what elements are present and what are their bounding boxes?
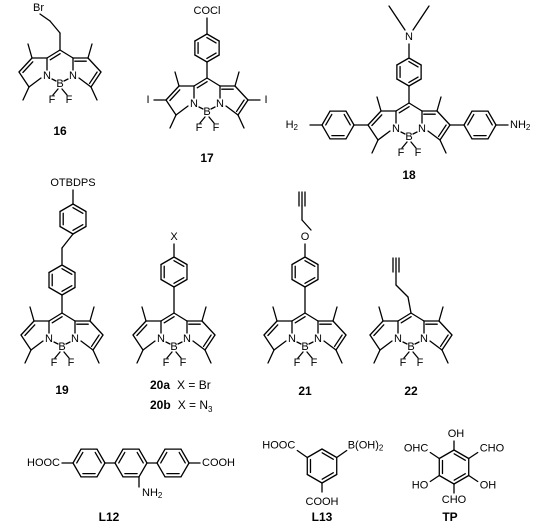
- atom-n: N: [420, 333, 428, 345]
- atom-n: N: [157, 333, 165, 345]
- atom-br: Br: [33, 2, 44, 14]
- atom-n: N: [71, 333, 79, 345]
- atom-f: F: [294, 357, 301, 369]
- label-18: 18: [402, 168, 416, 182]
- label-21: 21: [298, 384, 312, 398]
- atom-f: F: [311, 357, 318, 369]
- atom-b: B: [301, 341, 308, 353]
- atom-nh2: NH2: [510, 119, 531, 132]
- atom-b: B: [405, 131, 412, 143]
- atom-o: O: [301, 231, 310, 243]
- atom-n: N: [43, 70, 51, 82]
- atom-f: F: [180, 357, 187, 369]
- atom-f: F: [196, 122, 203, 134]
- label-22: 22: [404, 384, 418, 398]
- atom-n: N: [45, 333, 53, 345]
- atom-n: N: [418, 123, 426, 135]
- atom-i: I: [146, 94, 149, 106]
- atom-h2n: H2: [286, 119, 299, 132]
- atom-n: N: [190, 98, 198, 110]
- atom-hooc: HOOC: [27, 457, 60, 469]
- atom-i: I: [264, 94, 267, 106]
- atom-f: F: [68, 357, 75, 369]
- structure-tp: OH CHO OHC CHO HO OH: [404, 428, 505, 506]
- atom-n: N: [288, 333, 296, 345]
- atom-ohc: OHC: [404, 442, 429, 454]
- atom-b: B: [203, 106, 210, 118]
- label-19: 19: [55, 383, 69, 397]
- atom-f: F: [66, 94, 73, 106]
- atom-n: N: [394, 333, 402, 345]
- atom-n: N: [392, 123, 400, 135]
- atom-b: B: [56, 78, 63, 90]
- atom-n: N: [314, 333, 322, 345]
- atom-otbdps: OTBDPS: [50, 177, 95, 189]
- label-20a: 20a X = Br: [150, 376, 211, 393]
- atom-nh2: NH2: [142, 487, 163, 500]
- atom-n: N: [405, 31, 413, 43]
- label-20b: 20b X = N3: [150, 396, 213, 414]
- atom-n: N: [183, 333, 191, 345]
- label-l12: L12: [99, 510, 120, 524]
- atom-cho: CHO: [442, 494, 467, 506]
- atom-ho: HO: [412, 479, 429, 491]
- atom-x: X: [170, 231, 178, 243]
- atom-b: B: [170, 341, 177, 353]
- label-l13: L13: [312, 510, 333, 524]
- atom-n: N: [216, 98, 224, 110]
- atom-cooh: COOH: [306, 496, 339, 508]
- atom-b: B: [58, 341, 65, 353]
- atom-cocl: COCl: [194, 5, 221, 17]
- atom-n: N: [69, 70, 77, 82]
- atom-hooc: HOOC: [262, 439, 295, 451]
- atom-oh: OH: [448, 428, 465, 440]
- atom-cooh: COOH: [202, 457, 235, 469]
- atom-cho: CHO: [480, 442, 505, 454]
- atom-f: F: [49, 94, 56, 106]
- atom-f: F: [400, 357, 407, 369]
- atom-f: F: [415, 147, 422, 159]
- atom-f: F: [213, 122, 220, 134]
- atom-f: F: [417, 357, 424, 369]
- atom-f: F: [163, 357, 170, 369]
- label-tp: TP: [442, 510, 457, 524]
- atom-f: F: [51, 357, 58, 369]
- atom-oh: OH: [480, 479, 497, 491]
- label-17: 17: [200, 151, 214, 165]
- atom-f: F: [398, 147, 405, 159]
- atom-b: B: [407, 341, 414, 353]
- label-16: 16: [53, 124, 67, 138]
- structure-l12: HOOC COOH NH2: [27, 448, 235, 500]
- atom-boh2: B(OH)2: [348, 439, 384, 452]
